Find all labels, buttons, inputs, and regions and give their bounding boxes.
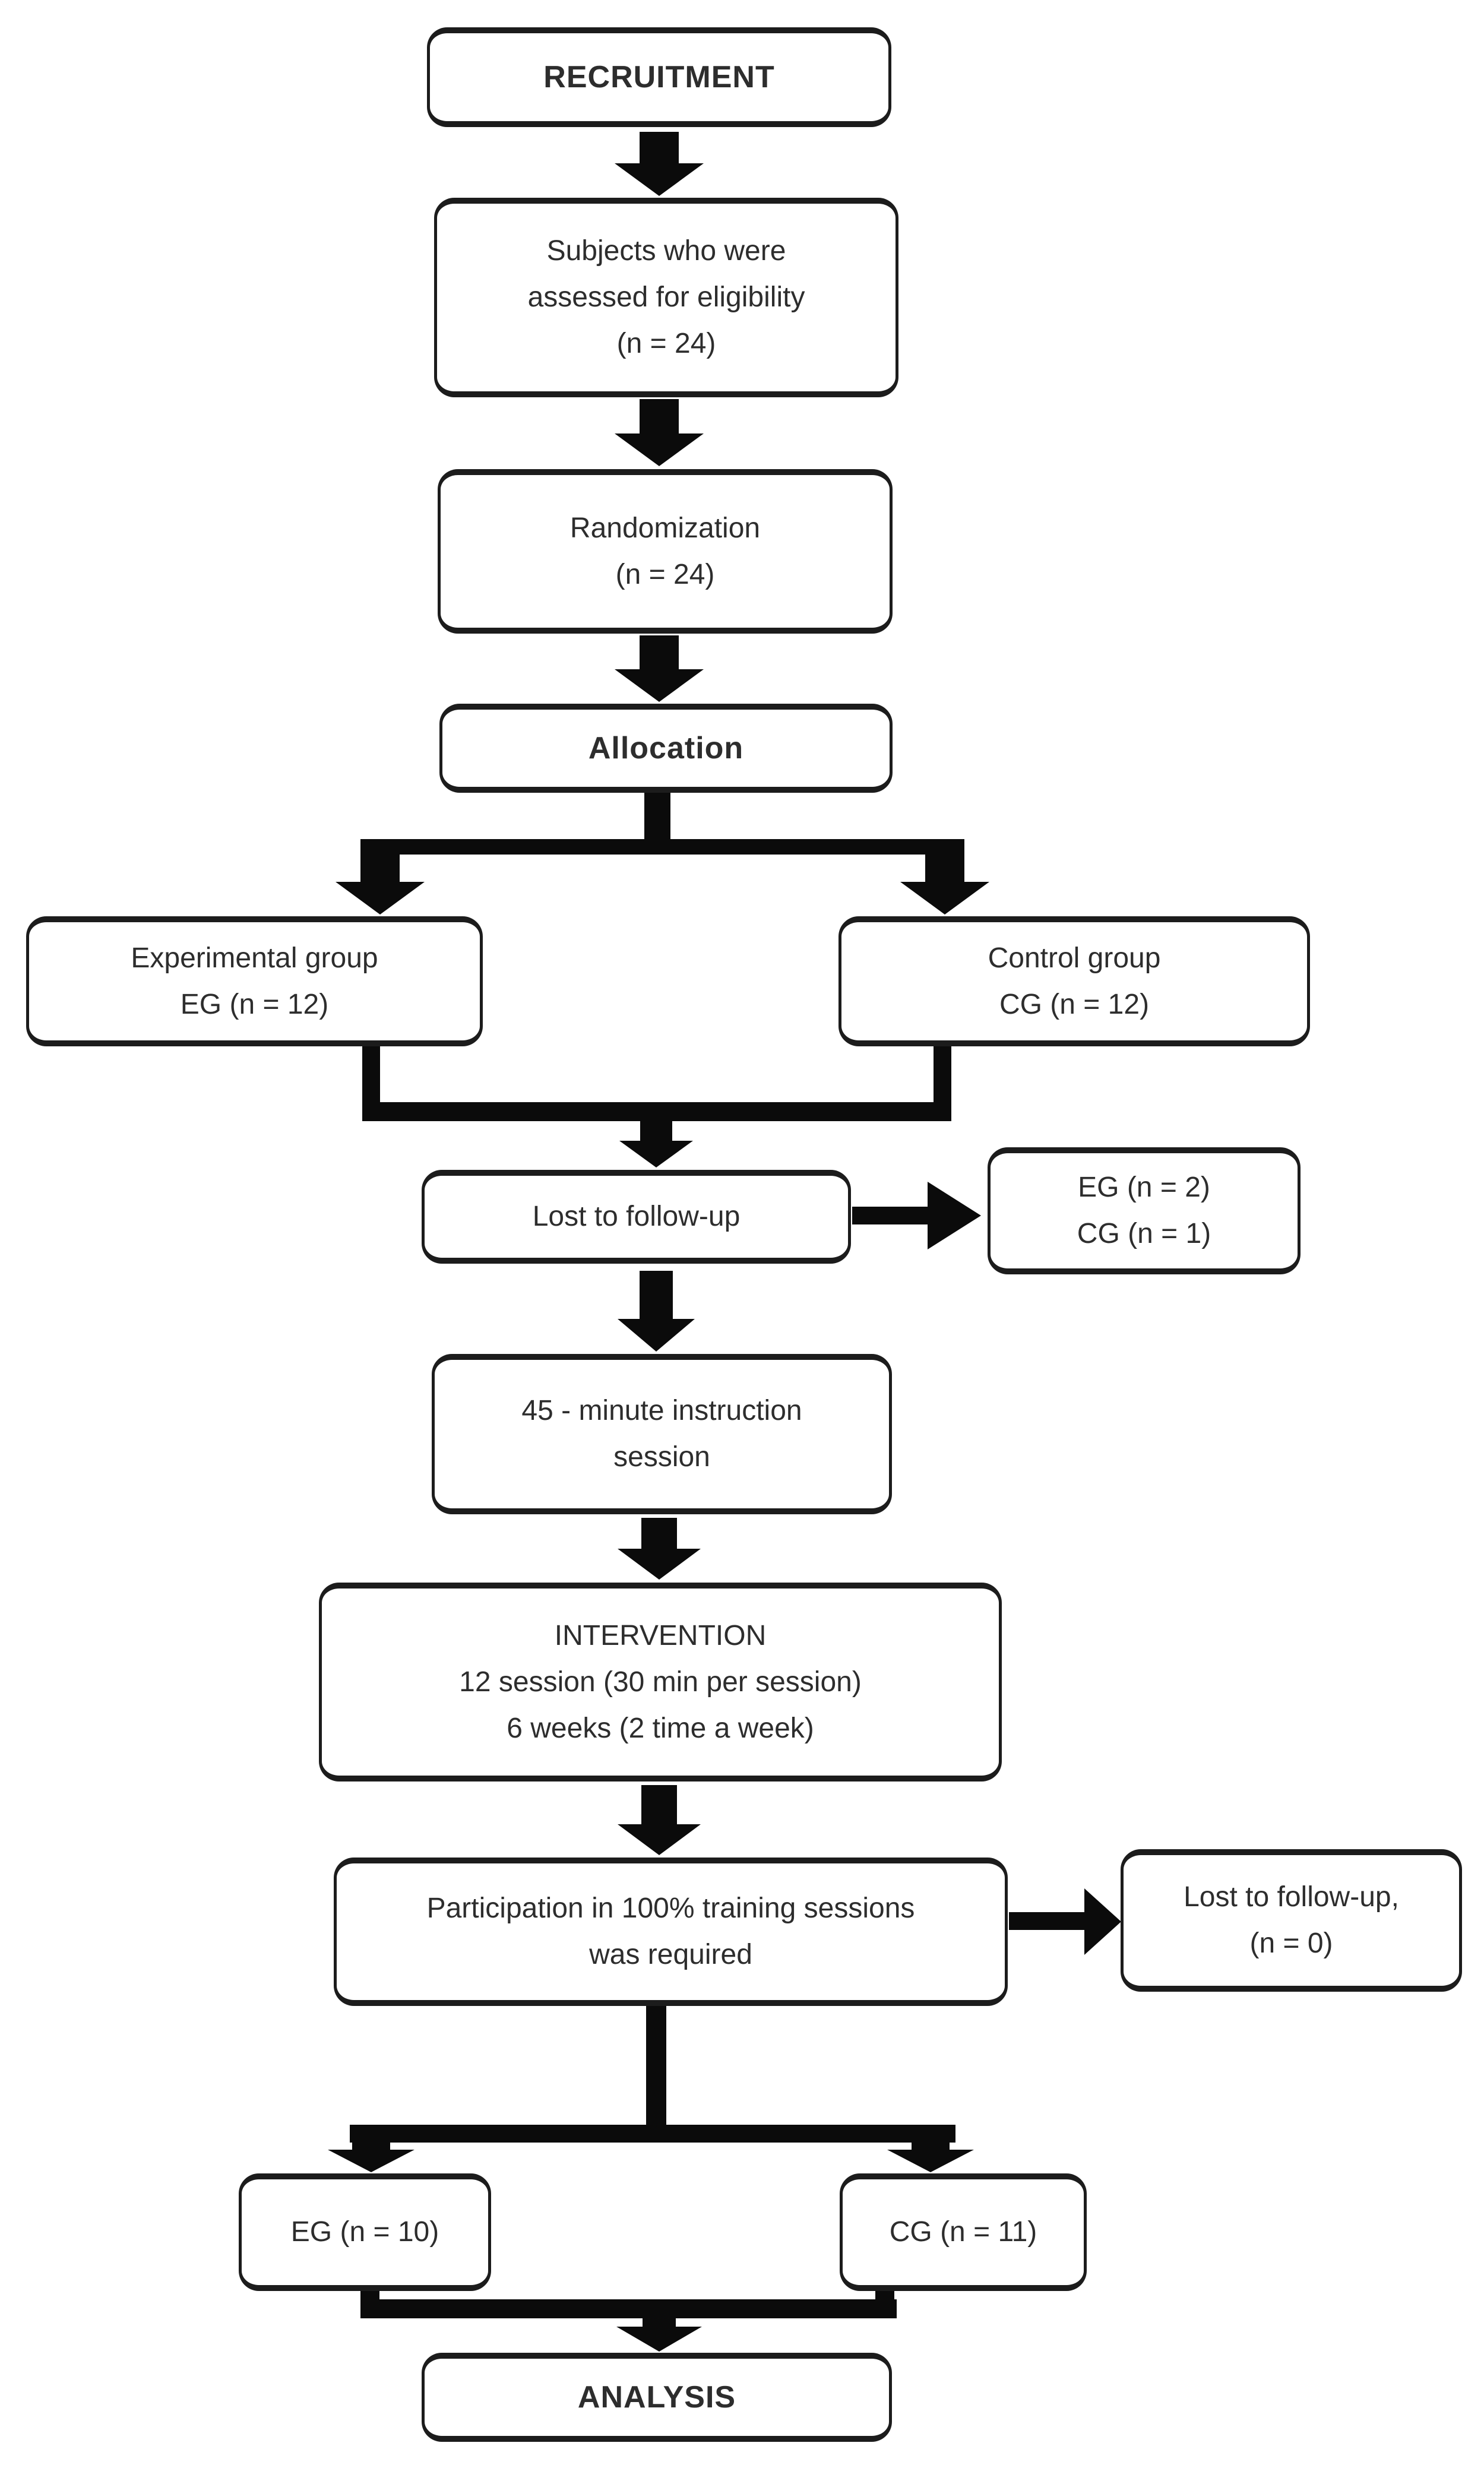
arrow-participation-to-lost-zero [1009, 1888, 1121, 1955]
node-participation: Participation in 100% training sessions … [334, 1858, 1008, 2006]
node-lost-followup: Lost to follow-up [422, 1170, 851, 1264]
node-analysis: ANALYSIS [422, 2353, 892, 2442]
connector-groups-merge [362, 1044, 951, 1167]
node-eg-final: EG (n = 10) [239, 2173, 491, 2291]
node-recruitment-label: RECRUITMENT [543, 60, 775, 94]
arrow-lost-to-instruction [618, 1271, 695, 1352]
connector-final-merge [360, 2290, 897, 2352]
arrow-intervention-to-participation [618, 1785, 701, 1855]
node-control-group: Control group CG (n = 12) [838, 916, 1310, 1046]
node-cg-final-label: CG (n = 11) [889, 2216, 1037, 2248]
node-lost-followup-zero: Lost to follow-up, (n = 0) [1121, 1849, 1462, 1992]
node-eg-final-label: EG (n = 10) [290, 2216, 439, 2248]
node-control-group-line-1: Control group [988, 942, 1161, 974]
arrow-randomization-to-allocation [615, 635, 704, 702]
node-eligibility-line-3: (n = 24) [616, 328, 716, 359]
node-allocation-label: Allocation [588, 731, 744, 765]
node-intervention-line-3: 6 weeks (2 time a week) [507, 1712, 814, 1744]
node-lost-followup-counts-line-1: EG (n = 2) [1078, 1172, 1210, 1203]
connector-allocation-split [336, 792, 989, 915]
node-cg-final: CG (n = 11) [840, 2173, 1087, 2291]
node-lost-followup-zero-line-2: (n = 0) [1249, 1928, 1333, 1959]
node-eligibility: Subjects who were assessed for eligibili… [434, 198, 898, 397]
arrow-instruction-to-intervention [618, 1518, 701, 1580]
node-control-group-line-2: CG (n = 12) [999, 988, 1150, 1020]
node-experimental-group: Experimental group EG (n = 12) [26, 916, 483, 1046]
node-lost-followup-zero-line-1: Lost to follow-up, [1184, 1881, 1399, 1913]
node-randomization: Randomization (n = 24) [438, 469, 893, 634]
node-randomization-line-2: (n = 24) [615, 558, 715, 590]
node-intervention-line-1: INTERVENTION [554, 1619, 767, 1651]
arrow-eligibility-to-randomization [615, 399, 704, 466]
node-lost-followup-label: Lost to follow-up [532, 1201, 741, 1232]
connector-participation-split [328, 2006, 974, 2172]
node-instruction-session-line-1: 45 - minute instruction [521, 1395, 802, 1426]
node-participation-line-2: was required [589, 1939, 752, 1970]
node-eligibility-line-2: assessed for eligibility [527, 281, 805, 313]
node-participation-line-1: Participation in 100% training sessions [426, 1893, 915, 1924]
arrow-recruitment-to-eligibility [615, 132, 704, 196]
node-intervention: INTERVENTION 12 session (30 min per sess… [319, 1583, 1002, 1781]
node-intervention-line-2: 12 session (30 min per session) [459, 1666, 862, 1698]
node-experimental-group-line-2: EG (n = 12) [180, 988, 329, 1020]
node-lost-followup-counts: EG (n = 2) CG (n = 1) [988, 1147, 1301, 1274]
node-allocation: Allocation [439, 704, 893, 793]
arrow-lost-to-counts [852, 1182, 981, 1249]
node-instruction-session-line-2: session [613, 1441, 710, 1473]
node-instruction-session: 45 - minute instruction session [432, 1354, 892, 1514]
node-eligibility-line-1: Subjects who were [546, 235, 786, 267]
node-analysis-label: ANALYSIS [577, 2380, 736, 2415]
node-randomization-line-1: Randomization [569, 512, 761, 544]
node-experimental-group-line-1: Experimental group [131, 942, 378, 974]
node-recruitment: RECRUITMENT [427, 27, 891, 127]
node-lost-followup-counts-line-2: CG (n = 1) [1077, 1218, 1211, 1249]
